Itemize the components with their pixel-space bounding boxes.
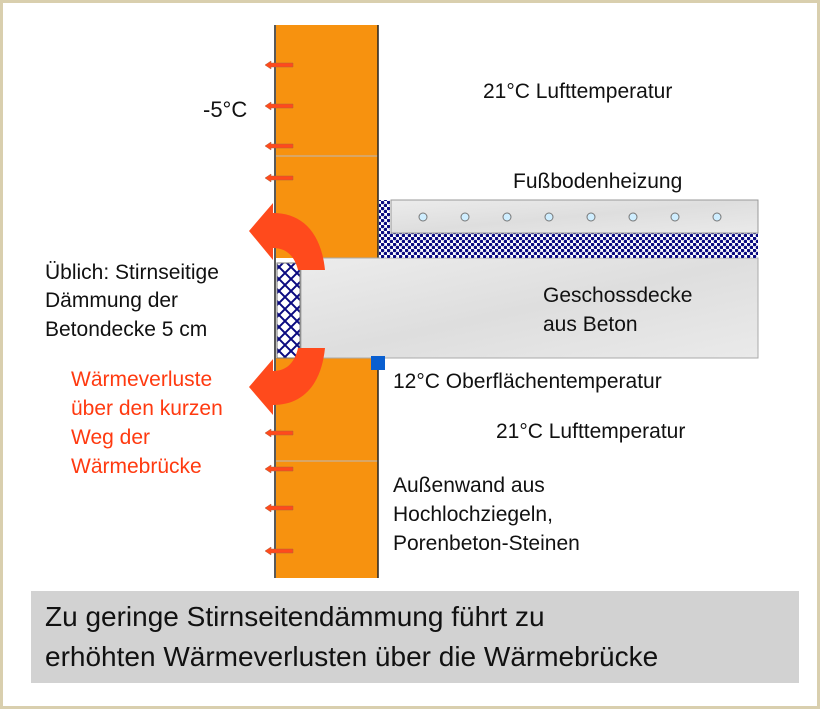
inside-air-temp-top-label: 21°C Lufttemperatur	[483, 80, 673, 103]
heating-pipe	[712, 212, 722, 222]
heat-flow-arrow	[264, 141, 294, 151]
heat-flow-arrow	[264, 428, 294, 438]
heat-flow-arrow	[264, 173, 294, 183]
wall-label-1: Außenwand aus	[393, 474, 545, 497]
insulation-note-2: Dämmung der	[45, 289, 179, 312]
wall-label-3: Porenbeton-Steinen	[393, 532, 580, 555]
caption-line-2: erhöhten Wärmeverlusten über die Wärmebr…	[45, 641, 659, 672]
outside-temperature-label: -5°C	[203, 97, 248, 122]
heat-flow-arrow	[264, 60, 294, 70]
caption-line-1: Zu geringe Stirnseitendämmung führt zu	[45, 601, 545, 632]
heating-pipe	[544, 212, 554, 222]
slab-label-2: aus Beton	[543, 313, 638, 336]
surface-temp-marker	[371, 356, 385, 370]
heating-pipe	[628, 212, 638, 222]
insulation-note-1: Üblich: Stirnseitige	[45, 261, 219, 284]
heating-pipe	[586, 212, 596, 222]
concrete-slab	[300, 257, 759, 359]
inside-air-temp-bottom-label: 21°C Lufttemperatur	[496, 420, 686, 443]
heat-loss-label-4: Wärmebrücke	[71, 455, 202, 478]
heating-pipe	[670, 212, 680, 222]
heating-screed	[390, 199, 759, 234]
edge-insulation	[276, 262, 301, 359]
heat-flow-arrow	[264, 101, 294, 111]
floor-insulation-edge	[379, 200, 390, 233]
heat-loss-arrow-upper	[249, 203, 325, 270]
wall-label-2: Hochlochziegeln,	[393, 503, 553, 526]
heating-pipes	[418, 212, 722, 222]
heating-pipe	[502, 212, 512, 222]
surface-temp-label: 12°C Oberflächentemperatur	[393, 370, 662, 393]
heat-loss-arrow-lower	[249, 348, 325, 415]
slab-label-1: Geschossdecke	[543, 284, 693, 307]
floor-insulation	[379, 233, 758, 258]
floor-heating-label: Fußbodenheizung	[513, 170, 683, 193]
heating-pipe	[418, 212, 428, 222]
heat-loss-label-1: Wärmeverluste	[71, 368, 213, 391]
insulation-note-3: Betondecke 5 cm	[45, 318, 208, 341]
heat-flow-arrow	[264, 464, 294, 474]
heating-pipe	[460, 212, 470, 222]
caption-box: Zu geringe Stirnseitendämmung führt zu e…	[31, 591, 799, 683]
heat-loss-label-2: über den kurzen	[71, 397, 223, 420]
heat-flow-arrow	[264, 503, 294, 513]
thermal-bridge-drawing	[249, 25, 759, 578]
heat-loss-label-3: Weg der	[71, 426, 150, 449]
heat-flow-arrow	[264, 546, 294, 556]
